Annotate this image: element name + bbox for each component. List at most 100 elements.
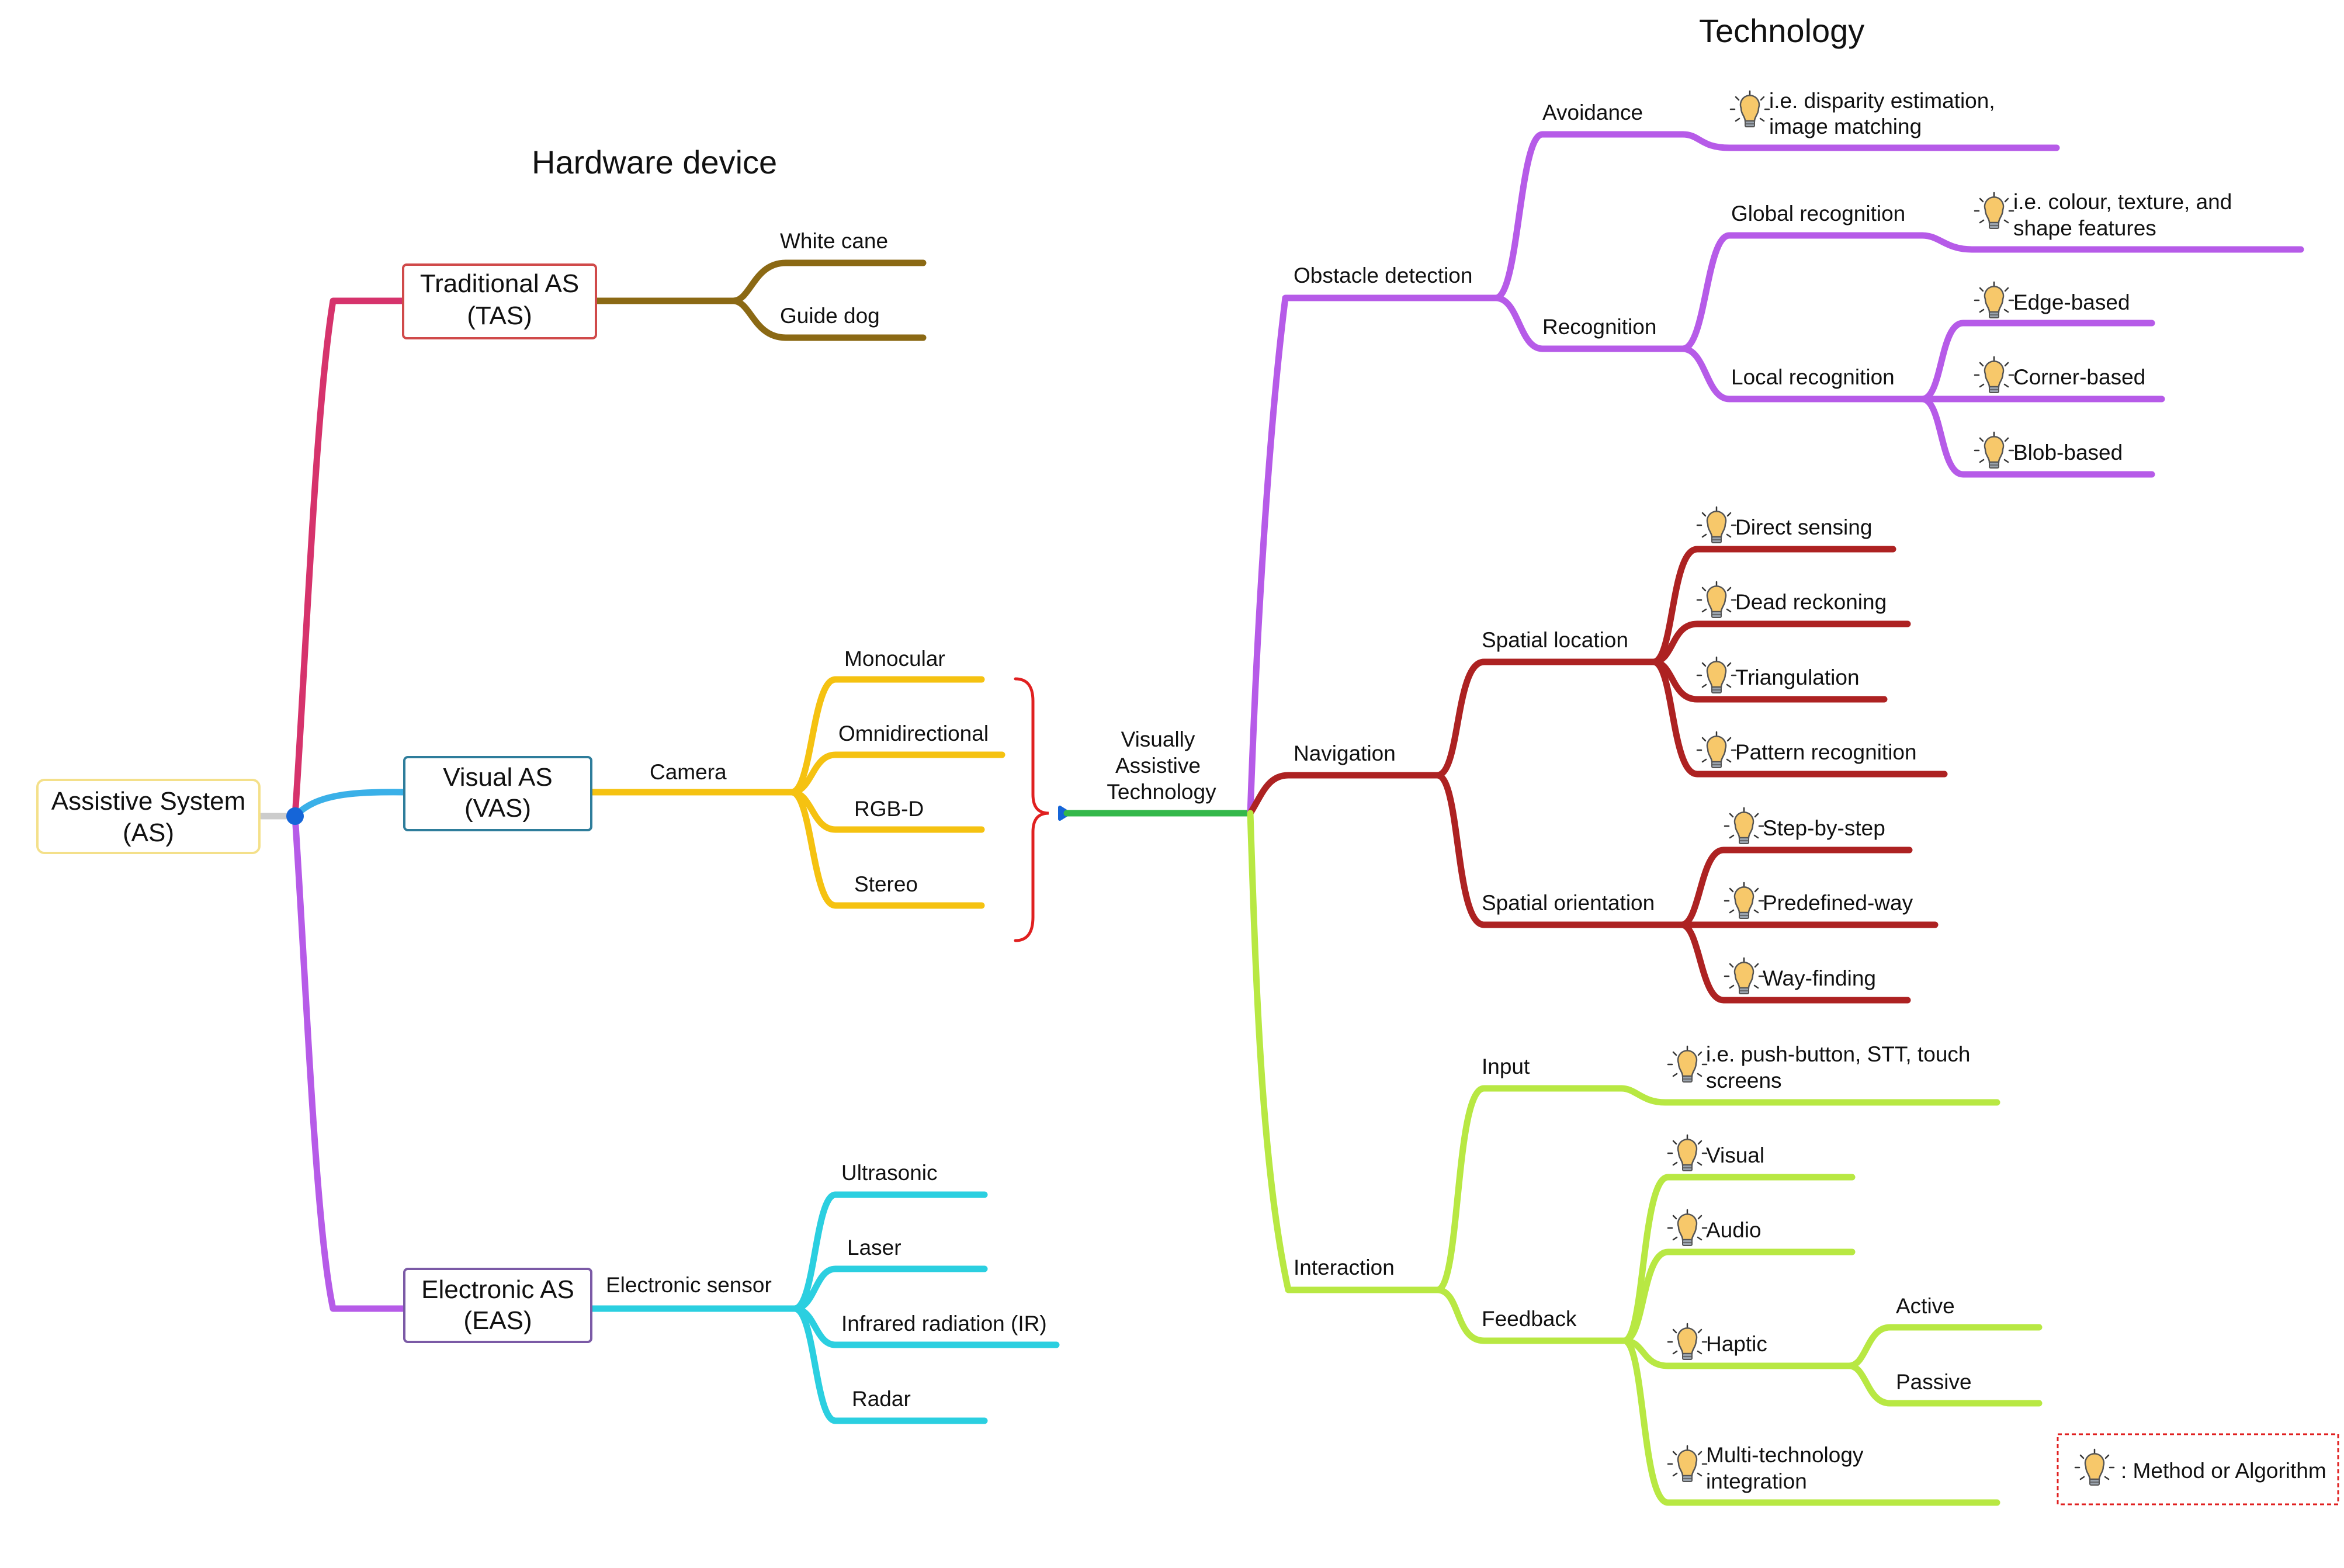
- multi-technology-branch: [1621, 1337, 2000, 1506]
- tas-node[interactable]: [402, 263, 597, 339]
- root-line1: Assistive System: [51, 787, 246, 816]
- blob-based-label: Blob-based: [2013, 440, 2123, 464]
- step-by-step-label: Step-by-step: [1763, 816, 1885, 840]
- electronic-sensor-label: Electronic sensor: [606, 1273, 772, 1297]
- obstacle-branch: [1247, 294, 1499, 817]
- passive-label: Passive: [1896, 1370, 1972, 1394]
- radar-label: Radar: [852, 1387, 911, 1411]
- guide-dog-label: Guide dog: [780, 304, 880, 328]
- hardware-heading: Hardware device: [532, 144, 777, 181]
- hardware-branches: [258, 259, 1060, 1424]
- vat-line2: Assistive: [1115, 754, 1201, 778]
- avoidance-branch: [1492, 131, 1686, 301]
- eas-line1: Electronic AS: [421, 1275, 574, 1304]
- pattern-recognition-branch: [1650, 658, 1948, 778]
- lightbulb-icon: [1724, 957, 1764, 995]
- radar-branch: [791, 1305, 988, 1424]
- white-cane-label: White cane: [780, 229, 888, 253]
- passive-branch: [1846, 1362, 2043, 1407]
- active-branch: [1846, 1324, 2043, 1369]
- blob-based-branch: [1919, 396, 2155, 478]
- multi-technology-line1: Multi-technology: [1706, 1443, 1864, 1467]
- vat-line3: Technology: [1107, 780, 1216, 804]
- vas-line2: (VAS): [464, 794, 531, 823]
- recognition-branch: [1492, 294, 1686, 352]
- eas-branch: [292, 813, 408, 1312]
- navigation-label: Navigation: [1294, 741, 1396, 765]
- edge-based-label: Edge-based: [2013, 290, 2130, 314]
- lightbulb-icon: [1667, 1445, 1708, 1483]
- lightbulb-icon: [1696, 731, 1737, 769]
- tas-line2: (TAS): [467, 301, 532, 330]
- lightbulb-icon: [1667, 1134, 1708, 1172]
- stereo-branch: [788, 789, 985, 909]
- vat-line1: Visually: [1121, 727, 1195, 751]
- global-method-branch: [1919, 232, 2304, 253]
- corner-based-label: Corner-based: [2013, 365, 2145, 389]
- input-method-line2: screens: [1706, 1069, 1782, 1092]
- stereo-label: Stereo: [854, 872, 918, 896]
- haptic-feedback-label: Haptic: [1706, 1332, 1767, 1356]
- spatial-location-label: Spatial location: [1482, 628, 1628, 652]
- rgbd-label: RGB-D: [854, 797, 924, 821]
- avoidance-method-branch: [1679, 131, 2060, 151]
- lightbulb-icon: [1667, 1045, 1708, 1083]
- interaction-label: Interaction: [1294, 1255, 1395, 1279]
- omnidirectional-label: Omnidirectional: [838, 721, 989, 745]
- infrared-label: Infrared radiation (IR): [841, 1312, 1047, 1335]
- step-by-step-branch: [1678, 847, 1913, 928]
- lightbulb-icon: [1974, 356, 2014, 394]
- lightbulb-icon: [1667, 1323, 1708, 1361]
- monocular-label: Monocular: [844, 647, 945, 671]
- avoidance-label: Avoidance: [1542, 100, 1643, 124]
- avoidance-method-line1: i.e. disparity estimation,: [1769, 89, 1995, 113]
- lightbulb-icon: [1974, 281, 2014, 319]
- pattern-recognition-label: Pattern recognition: [1735, 740, 1917, 764]
- edge-based-branch: [1919, 320, 2155, 403]
- lightbulb-icon: [1724, 882, 1764, 920]
- spatial-orientation-label: Spatial orientation: [1482, 891, 1655, 915]
- lightbulb-icon: [1974, 192, 2014, 230]
- input-label: Input: [1482, 1054, 1530, 1078]
- local-recognition-branch: [1679, 345, 1926, 403]
- triangulation-label: Triangulation: [1735, 665, 1860, 689]
- white-cane-branch: [592, 259, 927, 304]
- global-recognition-label: Global recognition: [1731, 202, 1905, 226]
- active-label: Active: [1896, 1294, 1955, 1318]
- vas-node[interactable]: [403, 756, 592, 831]
- navigation-branch: [1247, 772, 1441, 817]
- omnidirectional-branch: [788, 751, 1005, 796]
- camera-label: Camera: [650, 760, 727, 784]
- technology-heading: Technology: [1699, 12, 1864, 49]
- root-node[interactable]: [36, 779, 261, 854]
- direct-sensing-label: Direct sensing: [1735, 515, 1872, 539]
- feedback-branch: [1434, 1286, 1628, 1344]
- spatial-location-branch: [1434, 658, 1657, 779]
- legend-box: [2057, 1433, 2339, 1505]
- eas-line2: (EAS): [463, 1306, 532, 1335]
- direct-sensing-branch: [1650, 546, 1896, 665]
- lightbulb-icon: [1729, 90, 1770, 128]
- ultrasonic-label: Ultrasonic: [841, 1161, 938, 1185]
- lightbulb-icon: [1724, 807, 1764, 845]
- legend-label: : Method or Algorithm: [2121, 1459, 2326, 1483]
- laser-label: Laser: [847, 1236, 901, 1260]
- audio-feedback-branch: [1621, 1248, 1856, 1344]
- guide-dog-branch: [730, 297, 927, 341]
- vas-branch: [292, 789, 408, 820]
- interaction-branches: [1247, 810, 2043, 1506]
- root-junction: [286, 807, 304, 825]
- ultrasonic-branch: [791, 1191, 988, 1312]
- camera-brace: [1014, 677, 1049, 942]
- global-method-line1: i.e. colour, texture, and: [2013, 190, 2232, 214]
- eas-node[interactable]: [403, 1268, 592, 1343]
- lightbulb-icon: [1696, 506, 1737, 544]
- input-method-line1: i.e. push-button, STT, touch: [1706, 1042, 1970, 1066]
- global-method-line2: shape features: [2013, 216, 2156, 240]
- lightbulb-icon: [1667, 1209, 1708, 1247]
- vas-line1: Visual AS: [443, 763, 553, 792]
- avoidance-method-line2: image matching: [1769, 115, 1922, 138]
- interaction-branch: [1247, 810, 1441, 1293]
- monocular-branch: [788, 676, 985, 796]
- lightbulb-icon: [1696, 581, 1737, 619]
